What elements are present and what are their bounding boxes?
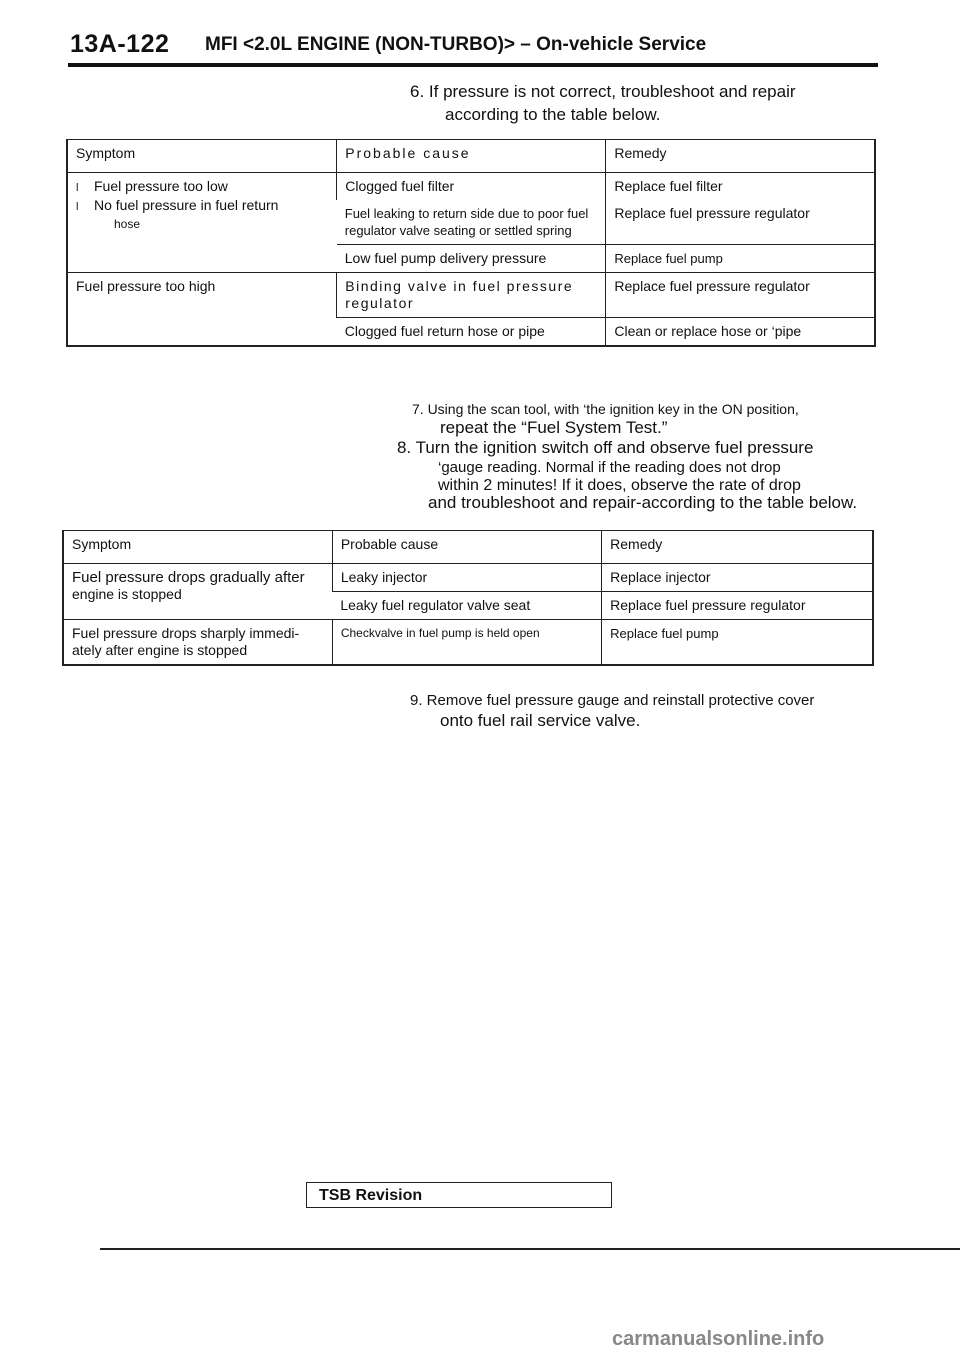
step8-line4: and troubleshoot and repair-according to…: [428, 493, 858, 512]
step7-line1: 7. Using the scan tool, with ‘the igniti…: [412, 401, 799, 417]
table2-symptom-sharp: Fuel pressure drops sharply immedi- atel…: [63, 619, 333, 665]
table1-remedy: Replace fuel pressure regulator: [605, 200, 875, 245]
symptom-line: Fuel pressure drops gradually after: [72, 569, 305, 586]
table2-header-symptom: Symptom: [72, 536, 132, 552]
step9-line1: 9. Remove fuel pressure gauge and reinst…: [410, 692, 815, 709]
step7-line2: repeat the “Fuel System Test.”: [440, 418, 668, 437]
table1-remedy: Replace fuel filter: [605, 172, 875, 200]
table1-symptom-low: l Fuel pressure too low l No fuel pressure…: [67, 172, 337, 273]
step9-line2: onto fuel rail service valve.: [440, 711, 641, 730]
step6-line2: according to the table below.: [445, 105, 661, 124]
symptom-line: Fuel pressure drops sharply immedi-: [72, 625, 300, 641]
table1-remedy: Replace fuel pump: [605, 244, 875, 273]
table2-cause: Leaky fuel regulator valve seat: [332, 591, 602, 620]
symptom-line: engine is stopped: [72, 586, 182, 602]
watermark[interactable]: carmanualsonline.info: [612, 1328, 825, 1350]
table2-header-remedy: Remedy: [601, 530, 873, 564]
table1-header-cause: Probable cause: [336, 139, 606, 173]
page-title: MFI <2.0L ENGINE (NON-TURBO)> – On-vehic…: [205, 34, 707, 55]
symptom-bullet-2: No fuel pressure in fuel return: [94, 197, 279, 213]
troubleshoot-table-2: Symptom Probable cause Remedy Fuel press…: [62, 530, 874, 666]
table1-cause: Binding valve in fuel pressure regulator: [336, 272, 606, 318]
table1-symptom-high: Fuel pressure too high: [67, 272, 337, 346]
symptom-bullet-1: Fuel pressure too low: [94, 178, 228, 194]
tsb-revision-box: TSB Revision: [306, 1182, 612, 1208]
symptom-line: ately after engine is stopped: [72, 642, 248, 658]
bullet-icon: l: [76, 201, 79, 213]
table1-header-symptom: Symptom: [76, 145, 136, 161]
table2-cause: Checkvalve in fuel pump is held open: [331, 619, 602, 665]
table2-cause: Leaky injector: [331, 563, 602, 592]
step8-line3: within 2 minutes! If it does, observe th…: [438, 477, 801, 494]
table1-cause: Fuel leaking to return side due to poor …: [344, 206, 589, 238]
table1-remedy: Clean or replace hose or ‘pipe: [605, 317, 875, 346]
symptom-bullet-2-cont: hose: [114, 217, 141, 231]
table1-header-remedy: Remedy: [605, 139, 875, 173]
step6-line1: 6. If pressure is not correct, troublesh…: [410, 82, 796, 101]
page-number: 13A-122: [70, 30, 170, 58]
header-rule: [68, 63, 878, 67]
table2-remedy: Replace fuel pressure regulator: [601, 591, 873, 620]
footer-rule: [100, 1248, 960, 1250]
page-header: 13A-122 MFI <2.0L ENGINE (NON-TURBO)> – …: [0, 0, 960, 70]
table1-cause: Clogged fuel return hose or pipe: [336, 317, 606, 346]
table1-cause: Low fuel pump delivery pressure: [336, 244, 606, 273]
table1-cause: Clogged fuel filter: [336, 172, 606, 200]
table2-remedy: Replace fuel pump: [601, 619, 873, 665]
bullet-icon: l: [76, 182, 79, 194]
table1-remedy: Replace fuel pressure regulator: [605, 272, 875, 318]
table2-remedy: Replace injector: [601, 563, 873, 592]
table2-symptom-gradual: Fuel pressure drops gradually after engi…: [63, 563, 333, 620]
step8-line2: ‘gauge reading. Normal if the reading do…: [438, 459, 781, 476]
table2-header-cause: Probable cause: [331, 530, 602, 564]
step8-line1: 8. Turn the ignition switch off and obse…: [397, 438, 814, 457]
